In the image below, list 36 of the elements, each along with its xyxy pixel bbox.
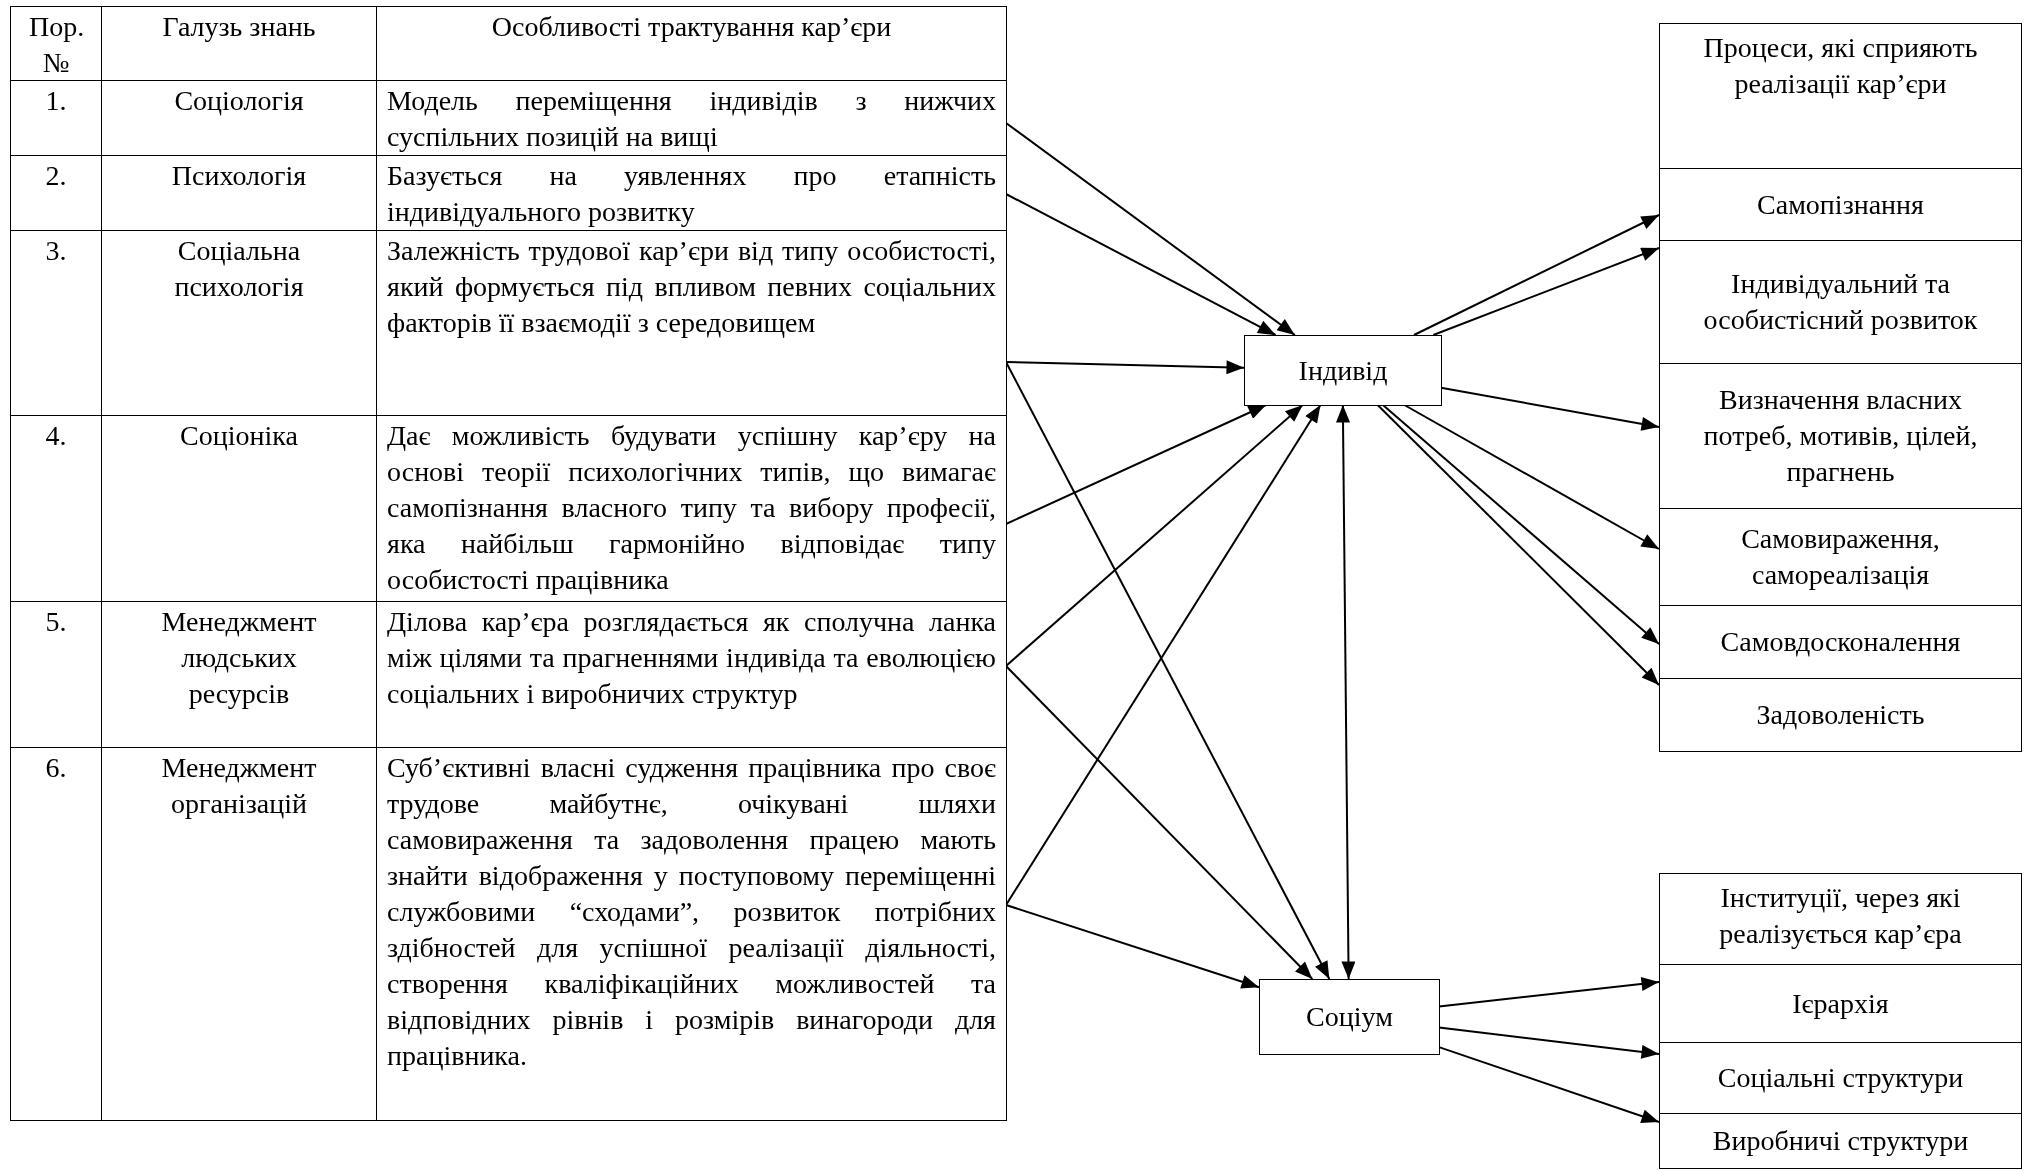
arrow xyxy=(1376,404,1660,686)
arrow xyxy=(1412,214,1660,336)
arrow xyxy=(1336,404,1356,980)
concept-box: Індивід xyxy=(1244,335,1442,406)
process-box: Виробничі структури xyxy=(1659,1113,2022,1169)
table-cell: Суб’єктивні власні судження працівника про своє трудове майбутнє, очікувані шляхи самовираження та задоволення працею мають знайти відображення у поступовому переміщенні службовими “сходами”, розвиток потрібних здібностей для успішної реалізації діяльності, створення кваліфікаційних можливостей та відповідних рівнів і розмірів винагороди для працівника. xyxy=(376,747,1007,1121)
arrow xyxy=(1403,404,1660,550)
process-box: Індивідуальний та особистісний розвиток xyxy=(1659,240,2022,364)
heading-box: Процеси, які сприяють реалізації кар’єри xyxy=(1659,23,2022,169)
column-header: Особливості трактування кар’єри xyxy=(376,6,1007,81)
arrow xyxy=(1005,404,1267,525)
process-box: Самовдосконалення xyxy=(1659,605,2022,679)
process-box: Ієрархія xyxy=(1659,964,2022,1043)
arrow xyxy=(1005,360,1245,375)
arrow xyxy=(1438,1026,1660,1059)
process-box: Задоволеність xyxy=(1659,678,2022,752)
process-box: Самовираження, самореалізація xyxy=(1659,508,2022,606)
arrow xyxy=(1005,404,1304,667)
arrow xyxy=(1005,904,1260,989)
arrow xyxy=(1005,361,1331,980)
process-box: Визначення власних потреб, мотивів, цілей, прагнень xyxy=(1659,363,2022,509)
arrow xyxy=(1438,977,1660,1008)
column-header: Пор. № xyxy=(10,6,102,81)
process-box: Самопізнання xyxy=(1659,168,2022,241)
arrow xyxy=(1381,404,1660,645)
arrow xyxy=(1005,404,1322,906)
arrow xyxy=(1432,247,1660,336)
heading-box: Інституції, через які реалізується кар’єра xyxy=(1659,873,2022,965)
arrow xyxy=(1438,1046,1660,1123)
arrow xyxy=(1005,122,1296,336)
concept-box: Соціум xyxy=(1259,979,1440,1055)
table-cell: 6. xyxy=(10,747,102,1121)
process-box: Соціальні структури xyxy=(1659,1042,2022,1114)
arrow xyxy=(1005,193,1277,336)
arrow xyxy=(1005,665,1314,980)
arrow xyxy=(1440,386,1660,431)
